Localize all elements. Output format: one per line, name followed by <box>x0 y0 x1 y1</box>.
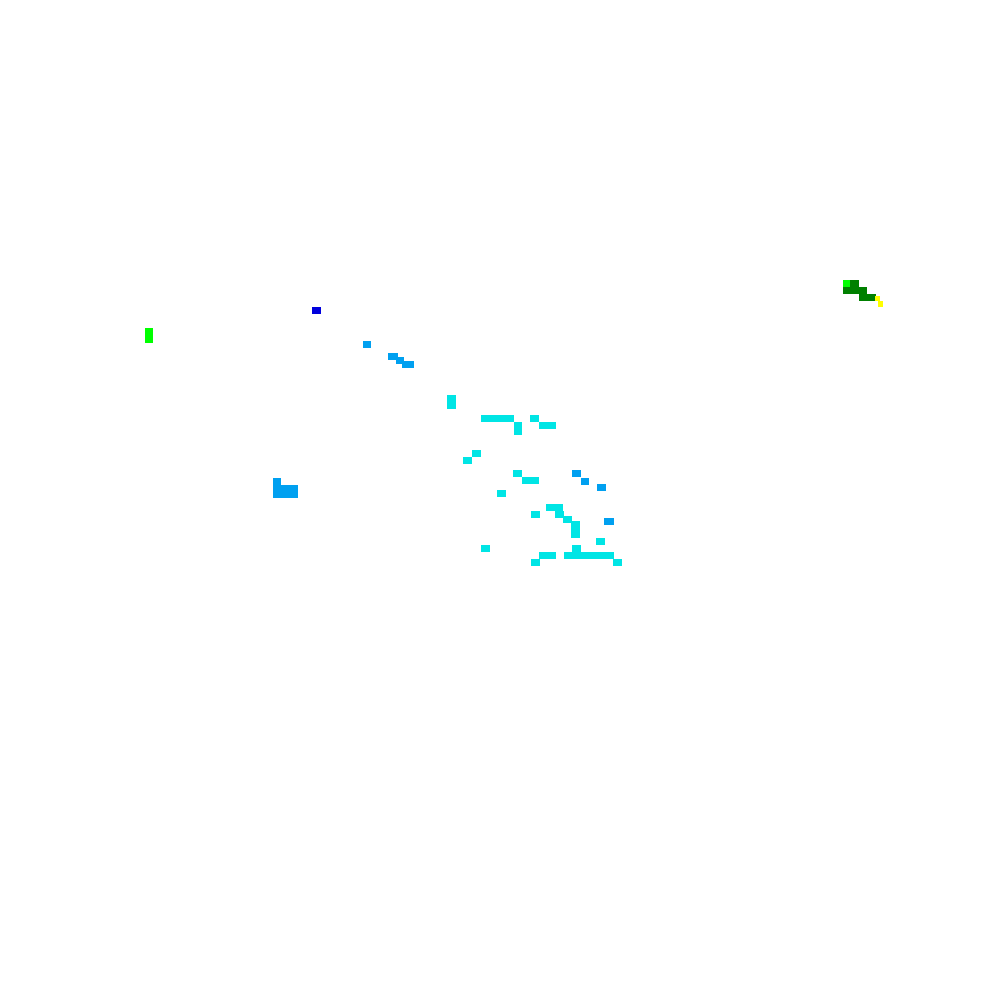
central-azure-trail-cell <box>363 341 371 348</box>
central-cyan-cluster-cell <box>497 490 506 497</box>
central-cyan-cluster-cell <box>571 521 580 538</box>
central-cyan-cluster-cell <box>563 516 572 523</box>
central-cyan-cluster-cell <box>472 450 481 457</box>
central-azure-trail-cell <box>604 518 614 525</box>
northwest-blue-dot <box>312 307 321 314</box>
central-cyan-cluster-cell <box>447 395 456 409</box>
east-green-chain-cell <box>843 280 850 287</box>
central-azure-trail-cell <box>572 470 581 477</box>
west-azure-block-cell <box>273 485 298 498</box>
central-cyan-cluster-cell <box>596 538 605 545</box>
central-azure-trail-cell <box>597 484 606 491</box>
east-green-chain-cell <box>850 280 859 287</box>
east-yellow-tip-cell <box>878 301 883 307</box>
east-green-chain-cell <box>859 287 867 294</box>
east-green-chain-cell <box>859 294 876 301</box>
east-green-chain-cell <box>843 287 859 294</box>
east-yellow-tip-cell <box>875 296 880 301</box>
central-cyan-cluster-cell <box>513 470 522 477</box>
central-cyan-cluster-cell <box>481 415 514 422</box>
central-cyan-cluster-cell <box>555 511 564 518</box>
east-green-chain <box>843 280 876 301</box>
central-cyan-cluster-cell <box>463 457 472 464</box>
west-azure-block <box>273 478 298 498</box>
central-azure-trail <box>363 341 614 525</box>
central-cyan-cluster-cell <box>531 511 540 518</box>
central-azure-trail-cell <box>402 361 414 368</box>
central-azure-trail-cell <box>581 478 589 485</box>
central-azure-trail-cell <box>396 357 404 364</box>
west-green-mark <box>145 328 153 343</box>
central-azure-trail-cell <box>388 353 398 360</box>
central-cyan-cluster-cell <box>531 559 540 566</box>
central-cyan-cluster-cell <box>481 545 490 552</box>
central-cyan-cluster-cell <box>572 545 581 552</box>
central-cyan-cluster-cell <box>539 552 556 559</box>
west-green-mark-cell <box>145 328 153 343</box>
central-cyan-cluster <box>447 395 622 566</box>
central-cyan-cluster-cell <box>564 552 614 559</box>
northwest-blue-dot-cell <box>312 307 321 314</box>
central-cyan-cluster-cell <box>539 422 556 429</box>
central-cyan-cluster-cell <box>613 559 622 566</box>
central-cyan-cluster-cell <box>522 477 539 484</box>
central-cyan-cluster-cell <box>514 422 522 435</box>
pixel-layer <box>145 280 883 566</box>
central-cyan-cluster-cell <box>546 504 563 511</box>
central-cyan-cluster-cell <box>530 415 539 422</box>
east-yellow-tip <box>875 296 883 307</box>
